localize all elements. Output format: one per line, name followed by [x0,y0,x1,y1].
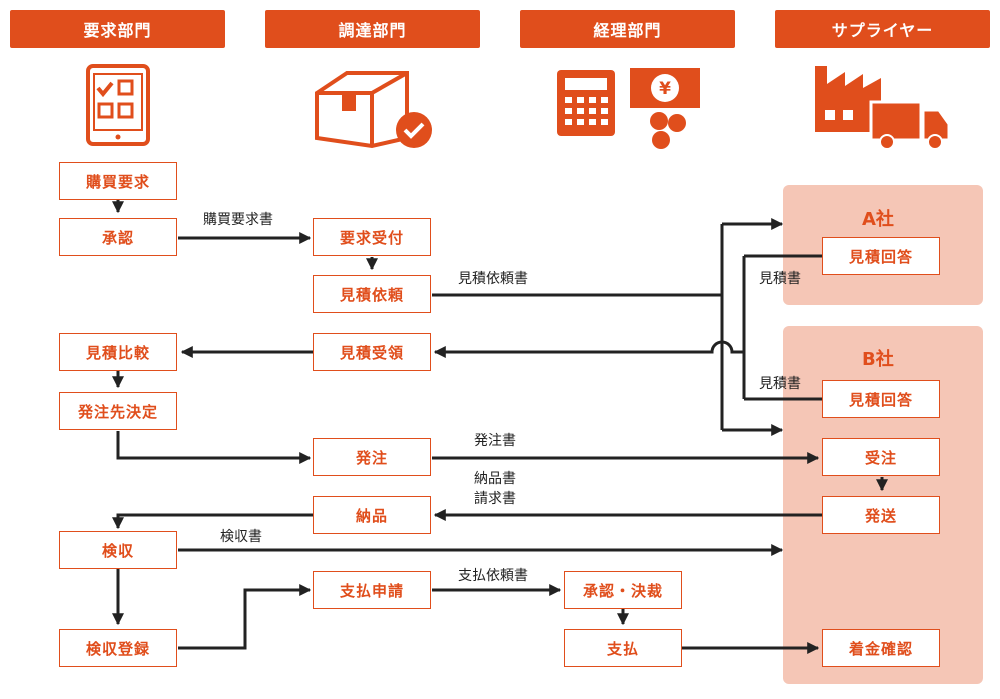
box-quote-compare: 見積比較 [59,333,177,371]
box-check-icon [315,71,432,149]
label-quote-request-doc: 見積依頼書 [458,271,528,287]
label-quote-a: 見積書 [759,271,801,287]
svg-text:¥: ¥ [659,79,671,99]
header-procurement-dept: 調達部門 [265,10,480,48]
header-supplier: サプライヤー [775,10,990,48]
box-b-quote-answer: 見積回答 [822,380,940,418]
supplier-a-title: A社 [862,209,894,230]
box-inspection-register: 検収登録 [59,629,177,667]
box-approve-decide: 承認・決裁 [564,571,682,609]
header-request-dept: 要求部門 [10,10,225,48]
box-request-receipt: 要求受付 [313,218,431,256]
label-inspection-doc: 検収書 [220,529,262,545]
label-invoice-doc: 請求書 [474,491,516,507]
label-quote-b: 見積書 [759,376,801,392]
box-quote-receive: 見積受領 [313,333,431,371]
supplier-b-title: B社 [862,349,894,370]
box-payment-confirm: 着金確認 [822,629,940,667]
box-order-receive: 受注 [822,438,940,476]
label-purchase-request-doc: 購買要求書 [203,212,273,228]
tablet-checklist-icon [86,64,150,146]
box-vendor-decision: 発注先決定 [59,392,177,430]
box-ship: 発送 [822,496,940,534]
factory-truck-icon [815,66,951,150]
box-delivery: 納品 [313,496,431,534]
yen-bill-coins-icon: ¥ [630,68,700,149]
box-payment-apply: 支払申請 [313,571,431,609]
label-order-doc: 発注書 [474,433,516,449]
box-purchase-request: 購買要求 [59,162,177,200]
box-quote-request: 見積依頼 [313,275,431,313]
box-a-quote-answer: 見積回答 [822,237,940,275]
label-payment-request-doc: 支払依頼書 [458,568,528,584]
box-inspection: 検収 [59,531,177,569]
box-order: 発注 [313,438,431,476]
header-accounting-dept: 経理部門 [520,10,735,48]
box-approval: 承認 [59,218,177,256]
label-delivery-doc: 納品書 [474,471,516,487]
calculator-icon [557,70,615,136]
box-payment: 支払 [564,629,682,667]
